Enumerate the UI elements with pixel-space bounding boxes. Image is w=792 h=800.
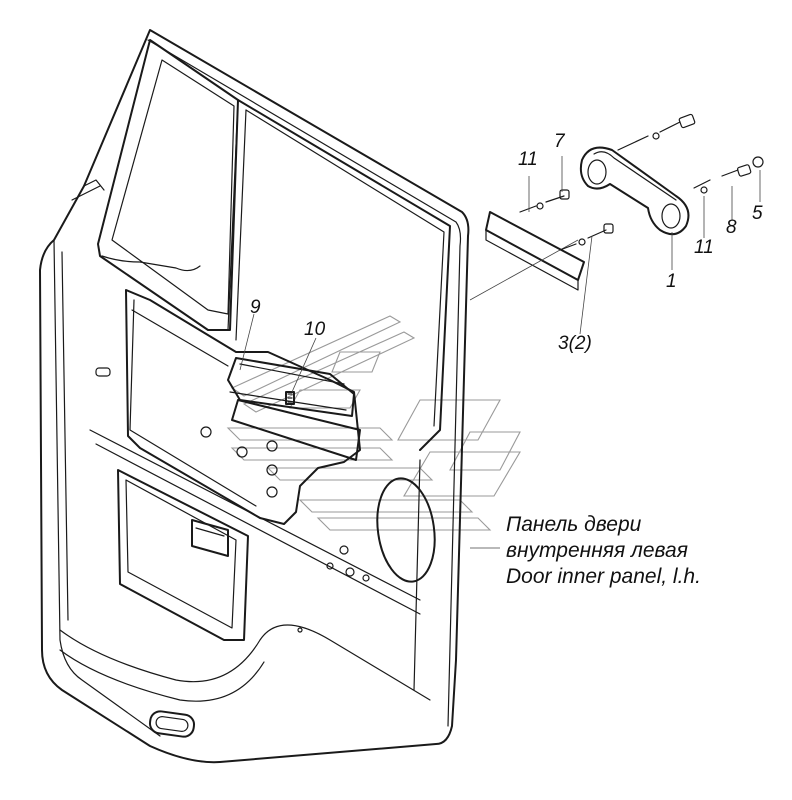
part-caption: Панель двери внутренняя левая Door inner… bbox=[506, 512, 701, 590]
part-1-grab-handle bbox=[579, 146, 690, 236]
part-3-bracket bbox=[469, 211, 585, 301]
door-outer-panel bbox=[39, 29, 470, 764]
part-10-clip bbox=[285, 391, 295, 405]
callout-8: 8 bbox=[726, 217, 737, 238]
callout-7: 7 bbox=[554, 131, 565, 152]
callout-10: 10 bbox=[304, 319, 326, 340]
callout-11-right: 11 bbox=[694, 237, 714, 258]
callout-9: 9 bbox=[250, 297, 261, 318]
callout-5: 5 bbox=[752, 203, 763, 224]
caption-line-ru-1: Панель двери bbox=[506, 513, 642, 536]
part-9-trim-strip bbox=[227, 357, 361, 461]
caption-line-ru-2: внутренняя левая bbox=[506, 539, 688, 562]
watermark-logo bbox=[226, 315, 521, 531]
callout-3: 3(2) bbox=[558, 333, 592, 354]
fasteners bbox=[239, 113, 764, 549]
caption-line-en: Door inner panel, l.h. bbox=[506, 565, 701, 588]
callout-11-left: 11 bbox=[518, 149, 538, 170]
callout-1: 1 bbox=[666, 271, 677, 292]
